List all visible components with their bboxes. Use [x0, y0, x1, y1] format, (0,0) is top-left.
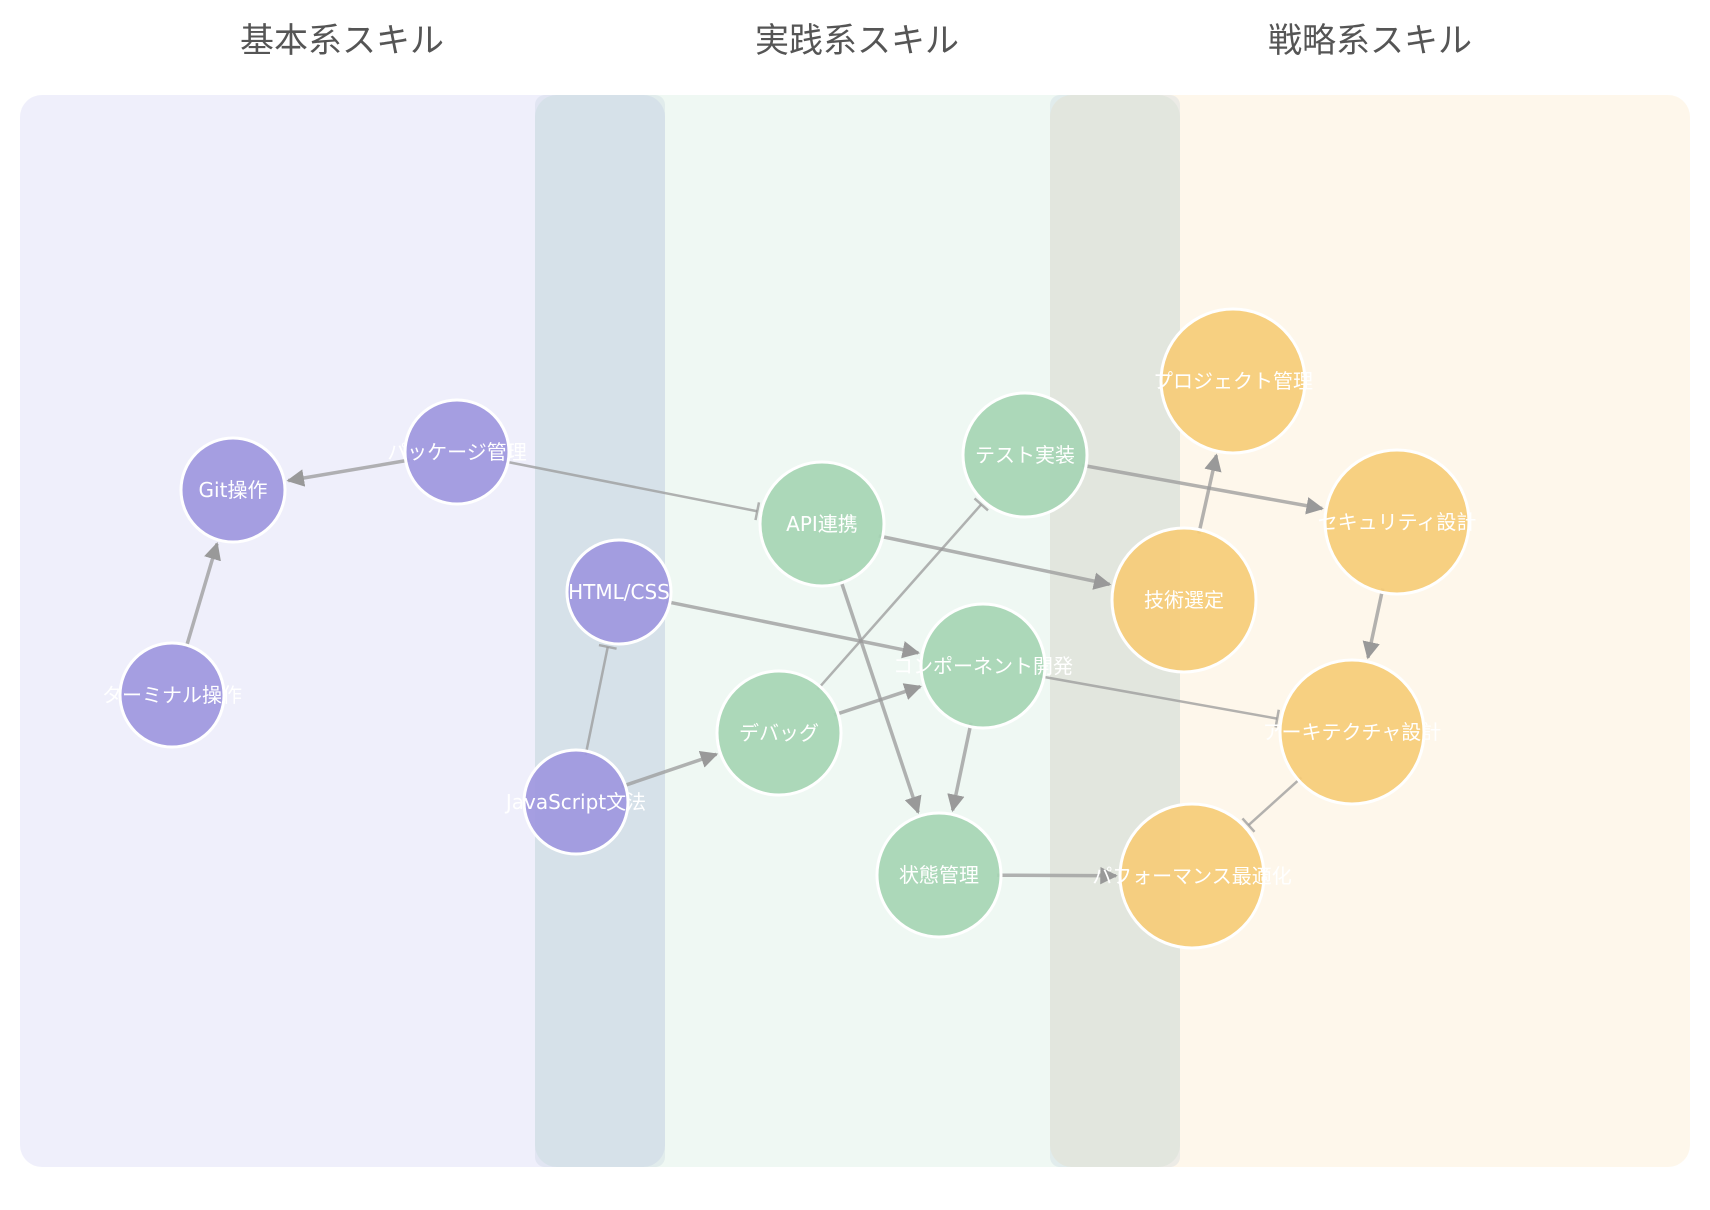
column-title-strategy: 戦略系スキル	[1268, 21, 1472, 61]
node-circle-tech[interactable]	[1110, 526, 1258, 674]
node-circle-sec[interactable]	[1323, 448, 1471, 596]
node-circle-perf[interactable]	[1118, 802, 1266, 950]
edge-term-git	[184, 541, 221, 650]
node-circle-term[interactable]	[118, 641, 226, 749]
column-title-practice: 実践系スキル	[755, 21, 959, 61]
node-api[interactable]: API連携	[758, 460, 886, 588]
node-circle-html[interactable]	[565, 538, 673, 646]
node-pkg[interactable]: パッケージ管理	[387, 398, 527, 506]
node-label-git: Git操作	[199, 478, 268, 502]
node-label-html: HTML/CSS	[568, 580, 670, 604]
edge-html-comp	[665, 599, 921, 659]
node-circle-arch[interactable]	[1278, 658, 1426, 806]
edge-debug-test	[816, 503, 983, 691]
node-circle-state[interactable]	[875, 811, 1003, 939]
node-sec[interactable]: セキュリティ設計	[1318, 448, 1477, 596]
edge-js-html	[584, 646, 609, 756]
edge-bar-debug-test	[973, 497, 989, 512]
node-js[interactable]: JavaScript文法	[504, 748, 646, 856]
edge-js-debug	[620, 751, 719, 789]
edge-pkg-api	[503, 460, 758, 513]
node-term[interactable]: ターミナル操作	[102, 641, 242, 749]
node-label-pm: プロジェクト管理	[1153, 369, 1313, 393]
edge-bar-arch-perf	[1241, 817, 1256, 833]
node-label-arch: アーキテクチャ設計	[1263, 720, 1442, 744]
node-circle-pm[interactable]	[1159, 307, 1307, 455]
edge-api-tech	[878, 534, 1112, 590]
node-label-state: 状態管理	[899, 863, 979, 887]
edges	[184, 453, 1385, 885]
node-circle-pkg[interactable]	[403, 398, 511, 506]
node-arch[interactable]: アーキテクチャ設計	[1263, 658, 1442, 806]
column-bands	[20, 95, 1690, 1167]
node-circle-git[interactable]	[179, 436, 287, 544]
node-test[interactable]: テスト実装	[961, 391, 1089, 519]
edge-debug-comp	[833, 683, 922, 717]
node-perf[interactable]: パフォーマンス最適化	[1092, 802, 1292, 950]
node-circle-comp[interactable]	[919, 602, 1047, 730]
edge-comp-arch	[1039, 674, 1278, 720]
node-git[interactable]: Git操作	[179, 436, 287, 544]
node-label-comp: コンポーネント開発	[893, 654, 1073, 678]
node-state[interactable]: 状態管理	[875, 811, 1003, 939]
edge-sec-arch	[1362, 588, 1385, 660]
node-label-api: API連携	[786, 512, 858, 536]
node-label-term: ターミナル操作	[102, 683, 242, 707]
node-pm[interactable]: プロジェクト管理	[1153, 307, 1313, 455]
column-title-basic: 基本系スキル	[240, 21, 444, 61]
node-comp[interactable]: コンポーネント開発	[893, 602, 1073, 730]
node-label-perf: パフォーマンス最適化	[1092, 864, 1292, 888]
column-headers: 基本系スキル 実践系スキル 戦略系スキル	[240, 21, 1472, 61]
node-label-sec: セキュリティ設計	[1318, 510, 1477, 534]
node-circle-api[interactable]	[758, 460, 886, 588]
node-circle-debug[interactable]	[715, 669, 843, 797]
column-band-basic	[20, 95, 665, 1167]
edge-tech-pm	[1197, 453, 1222, 535]
node-label-pkg: パッケージ管理	[387, 440, 527, 464]
edge-pkg-git	[286, 458, 410, 487]
edge-bar-comp-arch	[1274, 709, 1281, 728]
node-debug[interactable]: デバッグ	[715, 669, 843, 797]
node-html[interactable]: HTML/CSS	[565, 538, 673, 646]
edge-test-sec	[1081, 463, 1324, 515]
edge-arch-perf	[1247, 776, 1303, 827]
edge-comp-state	[947, 722, 973, 813]
node-label-js: JavaScript文法	[504, 790, 646, 814]
node-circle-test[interactable]	[961, 391, 1089, 519]
node-label-debug: デバッグ	[739, 721, 819, 745]
node-label-tech: 技術選定	[1144, 588, 1224, 612]
edge-api-state	[838, 578, 922, 815]
node-tech[interactable]: 技術選定	[1110, 526, 1258, 674]
edge-bar-js-html	[598, 643, 617, 650]
edge-bar-pkg-api	[754, 502, 761, 521]
node-label-test: テスト実装	[975, 443, 1075, 467]
node-circle-js[interactable]	[522, 748, 630, 856]
